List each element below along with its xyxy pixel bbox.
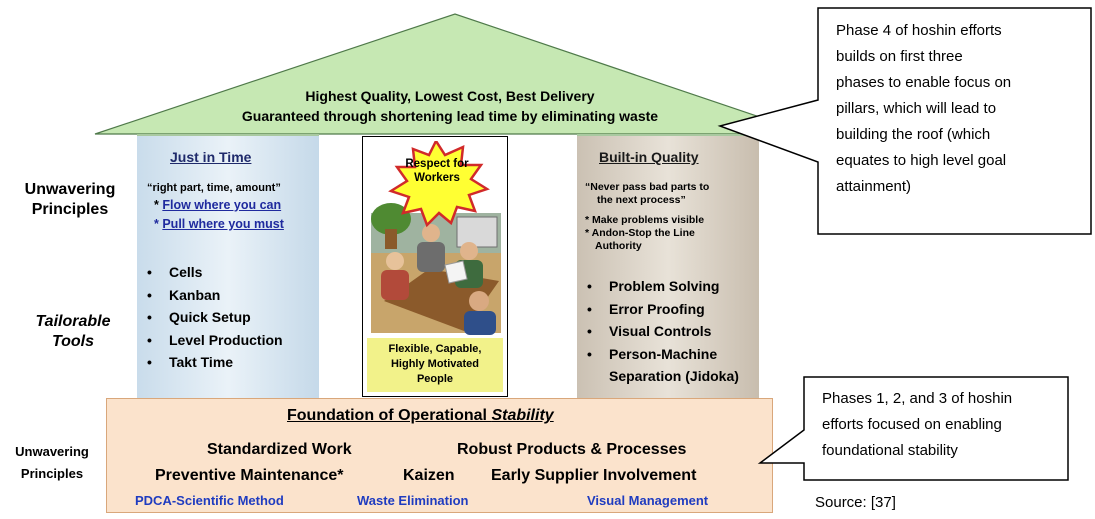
source-citation: Source: [37] xyxy=(815,494,896,511)
callout-phases-1-3: Phases 1, 2, and 3 of hoshin efforts foc… xyxy=(822,390,1013,459)
list-item: Problem Solving xyxy=(585,275,739,298)
jit-quote: “right part, time, amount” xyxy=(147,182,281,194)
pillar-built-in-quality: Built-in Quality “Never pass bad parts t… xyxy=(577,136,759,398)
foundation-pdca: PDCA-Scientific Method xyxy=(135,493,284,508)
center-clipart xyxy=(371,141,501,335)
pillar-respect-for-workers: Respect for Workers Flexible, Capable, H… xyxy=(362,136,508,397)
foundation-robust-products: Robust Products & Processes xyxy=(457,441,687,458)
list-item-continuation: Separation (Jidoka) xyxy=(609,368,739,384)
foundation-preventive-maintenance: Preventive Maintenance* xyxy=(155,467,344,484)
bq-tools-list: Problem Solving Error Proofing Visual Co… xyxy=(585,275,739,388)
foundation-kaizen: Kaizen xyxy=(403,467,455,484)
jit-tools-list: Cells Kanban Quick Setup Level Productio… xyxy=(145,261,283,374)
list-item: Cells xyxy=(145,261,283,284)
list-item: Visual Controls xyxy=(585,320,739,343)
bq-quote: “Never pass bad parts to the next proces… xyxy=(585,181,710,206)
flow-link[interactable]: Flow where you can xyxy=(162,198,282,212)
foundation-title: Foundation of Operational Stability xyxy=(287,407,554,424)
foundation-standardized-work: Standardized Work xyxy=(207,441,352,458)
side-label-principles-top: Unwavering Principles xyxy=(24,181,116,218)
list-item: Takt Time xyxy=(145,351,283,374)
foundation-visual-management: Visual Management xyxy=(587,493,709,508)
list-item: Error Proofing xyxy=(585,298,739,321)
center-caption: Flexible, Capable, Highly Motivated Peop… xyxy=(367,338,503,392)
list-item: Person-Machine xyxy=(585,343,739,366)
foundation-early-supplier: Early Supplier Involvement xyxy=(491,467,697,484)
side-label-tools: Tailorable Tools xyxy=(35,313,111,350)
jit-pull-line: * Pull where you must xyxy=(154,217,284,231)
jit-title: Just in Time xyxy=(170,149,252,165)
jit-flow-line: * Flow where you can xyxy=(154,198,282,212)
list-item: Level Production xyxy=(145,329,283,352)
foundation-waste-elimination: Waste Elimination xyxy=(357,493,469,508)
roof-line-2: Guaranteed through shortening lead time … xyxy=(241,108,659,124)
list-item: Kanban xyxy=(145,284,283,307)
pillar-just-in-time: Just in Time “right part, time, amount” … xyxy=(137,136,319,398)
roof-line-1: Highest Quality, Lowest Cost, Best Deliv… xyxy=(305,88,595,104)
side-label-principles-bottom: Unwavering Principles xyxy=(15,444,89,482)
foundation-box: Foundation of Operational Stability Stan… xyxy=(106,398,773,513)
bq-title: Built-in Quality xyxy=(599,149,699,165)
list-item: Quick Setup xyxy=(145,306,283,329)
callout-phase-4: Phase 4 of hoshin efforts builds on firs… xyxy=(836,22,1012,195)
bq-points: * Make problems visible * Andon-Stop the… xyxy=(585,214,705,252)
pull-link[interactable]: Pull where you must xyxy=(162,217,284,231)
starburst-label: Respect for Workers xyxy=(405,158,469,184)
